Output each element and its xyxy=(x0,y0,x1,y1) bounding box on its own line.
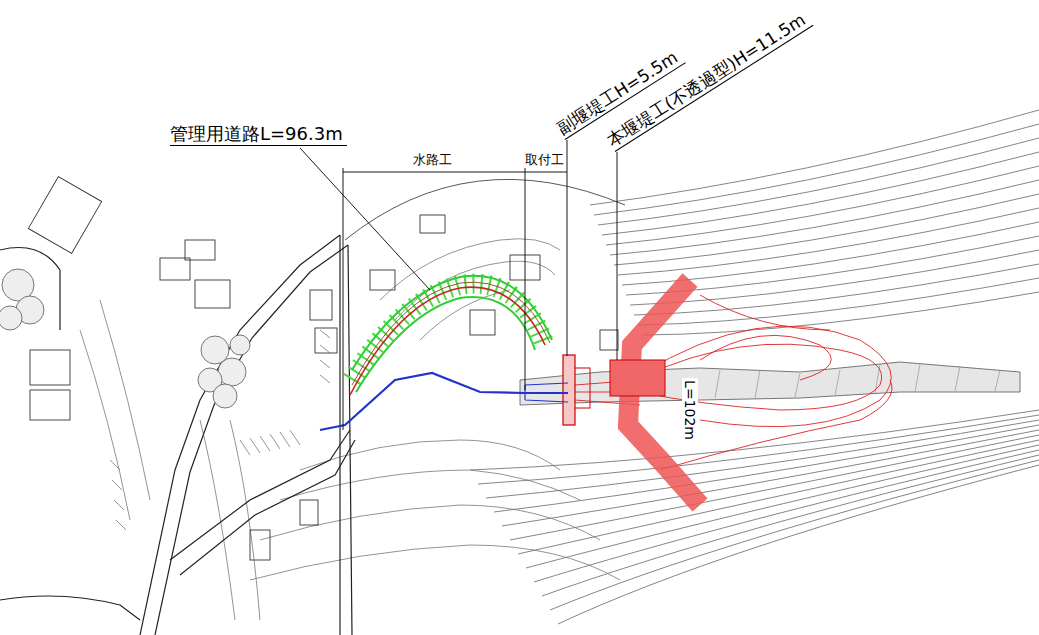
slope-hatching xyxy=(110,330,330,530)
section-label: 水路工 xyxy=(411,153,454,168)
drawing-stroke xyxy=(534,450,1039,582)
sub-dam xyxy=(563,355,575,425)
drawing-stroke xyxy=(700,295,830,330)
waterway xyxy=(320,373,568,430)
drawing-stroke xyxy=(100,300,150,500)
callout-label: 管理用道路L=96.3m xyxy=(170,124,347,146)
drawing-stroke xyxy=(240,430,300,455)
drawing-stroke xyxy=(28,177,101,254)
drawing-stroke xyxy=(260,505,600,540)
drawing-stroke xyxy=(470,410,1039,470)
intake xyxy=(525,383,568,402)
drawing-stroke xyxy=(343,172,567,173)
drawing-stroke xyxy=(320,330,330,383)
drawing-stroke xyxy=(110,460,126,530)
channel-hatching xyxy=(715,364,1000,398)
drawing-stroke xyxy=(470,310,495,335)
drawing-stroke xyxy=(618,208,1039,275)
drawing-stroke xyxy=(160,258,190,280)
revetment-blocks xyxy=(0,269,250,408)
drawing-stroke xyxy=(300,148,430,290)
drawing-stroke xyxy=(715,364,1000,398)
drawing-stroke xyxy=(230,420,260,620)
stream-channel xyxy=(520,362,1020,405)
drawing-stroke xyxy=(614,194,1039,265)
drawing-stroke xyxy=(300,500,318,525)
drawing-stroke xyxy=(610,180,1039,255)
drawing-stroke xyxy=(630,250,1039,305)
road-line xyxy=(352,282,550,385)
dimension-lines xyxy=(300,140,617,430)
drawing-stroke xyxy=(315,328,337,353)
drawing-stroke xyxy=(617,152,618,360)
drawing-stroke xyxy=(140,235,340,635)
drawing-stroke xyxy=(250,530,270,560)
drawing-stroke xyxy=(30,390,70,420)
drawing-stroke xyxy=(200,420,235,620)
drawing-stroke xyxy=(213,384,237,408)
contour-lines xyxy=(590,110,1039,335)
drawing-stroke xyxy=(420,215,445,233)
drawing-stroke xyxy=(185,240,215,260)
road-slope-hatching xyxy=(352,284,545,380)
drawing-stroke xyxy=(310,290,332,320)
drawing-stroke xyxy=(300,440,560,470)
roads xyxy=(0,235,355,635)
drawing-stroke xyxy=(380,239,560,300)
drawing-stroke xyxy=(525,168,526,390)
drawing-stroke xyxy=(510,435,1039,540)
drawing-stroke xyxy=(598,138,1039,225)
drawing-stroke xyxy=(370,270,395,290)
drawing-stroke xyxy=(486,420,1039,498)
drawing-stroke xyxy=(700,335,831,380)
drawing-stroke xyxy=(348,245,352,635)
drawing-stroke xyxy=(638,278,1039,325)
drawing-stroke xyxy=(155,245,348,635)
drawing-stroke xyxy=(558,465,1039,624)
drawing-stroke xyxy=(640,344,882,410)
drawing-stroke xyxy=(343,168,344,430)
contour-lines xyxy=(470,410,1039,624)
drawing-stroke xyxy=(80,330,130,520)
drawing-stroke xyxy=(518,440,1039,554)
drawing-stroke xyxy=(180,440,355,575)
drawing-stroke xyxy=(542,455,1039,596)
drawing-stroke xyxy=(250,545,620,580)
drawing-stroke xyxy=(0,596,140,620)
drawing-stroke xyxy=(642,292,1039,335)
drawing-stroke xyxy=(170,430,350,560)
drawing-stroke xyxy=(600,330,618,350)
main-dam-body xyxy=(610,360,665,396)
boundary-arc xyxy=(345,179,625,240)
drawing-stroke xyxy=(30,350,70,385)
drawing-stroke xyxy=(606,166,1039,245)
drawing-stroke xyxy=(280,470,580,500)
drawing-stroke xyxy=(230,335,250,355)
drawing-stroke xyxy=(594,124,1039,215)
buildings xyxy=(28,177,618,560)
drawing-stroke xyxy=(640,326,891,427)
section-label: 取付工 xyxy=(523,153,566,168)
drawing-stroke xyxy=(0,306,22,330)
drawing-stroke xyxy=(339,235,340,635)
drawing-stroke xyxy=(195,280,230,308)
drawing-stroke xyxy=(567,140,568,356)
drawing-stroke xyxy=(526,445,1039,568)
dimension-label: L=102m xyxy=(682,378,698,442)
sediment-lines xyxy=(575,295,892,470)
drawing-stroke xyxy=(502,430,1039,526)
